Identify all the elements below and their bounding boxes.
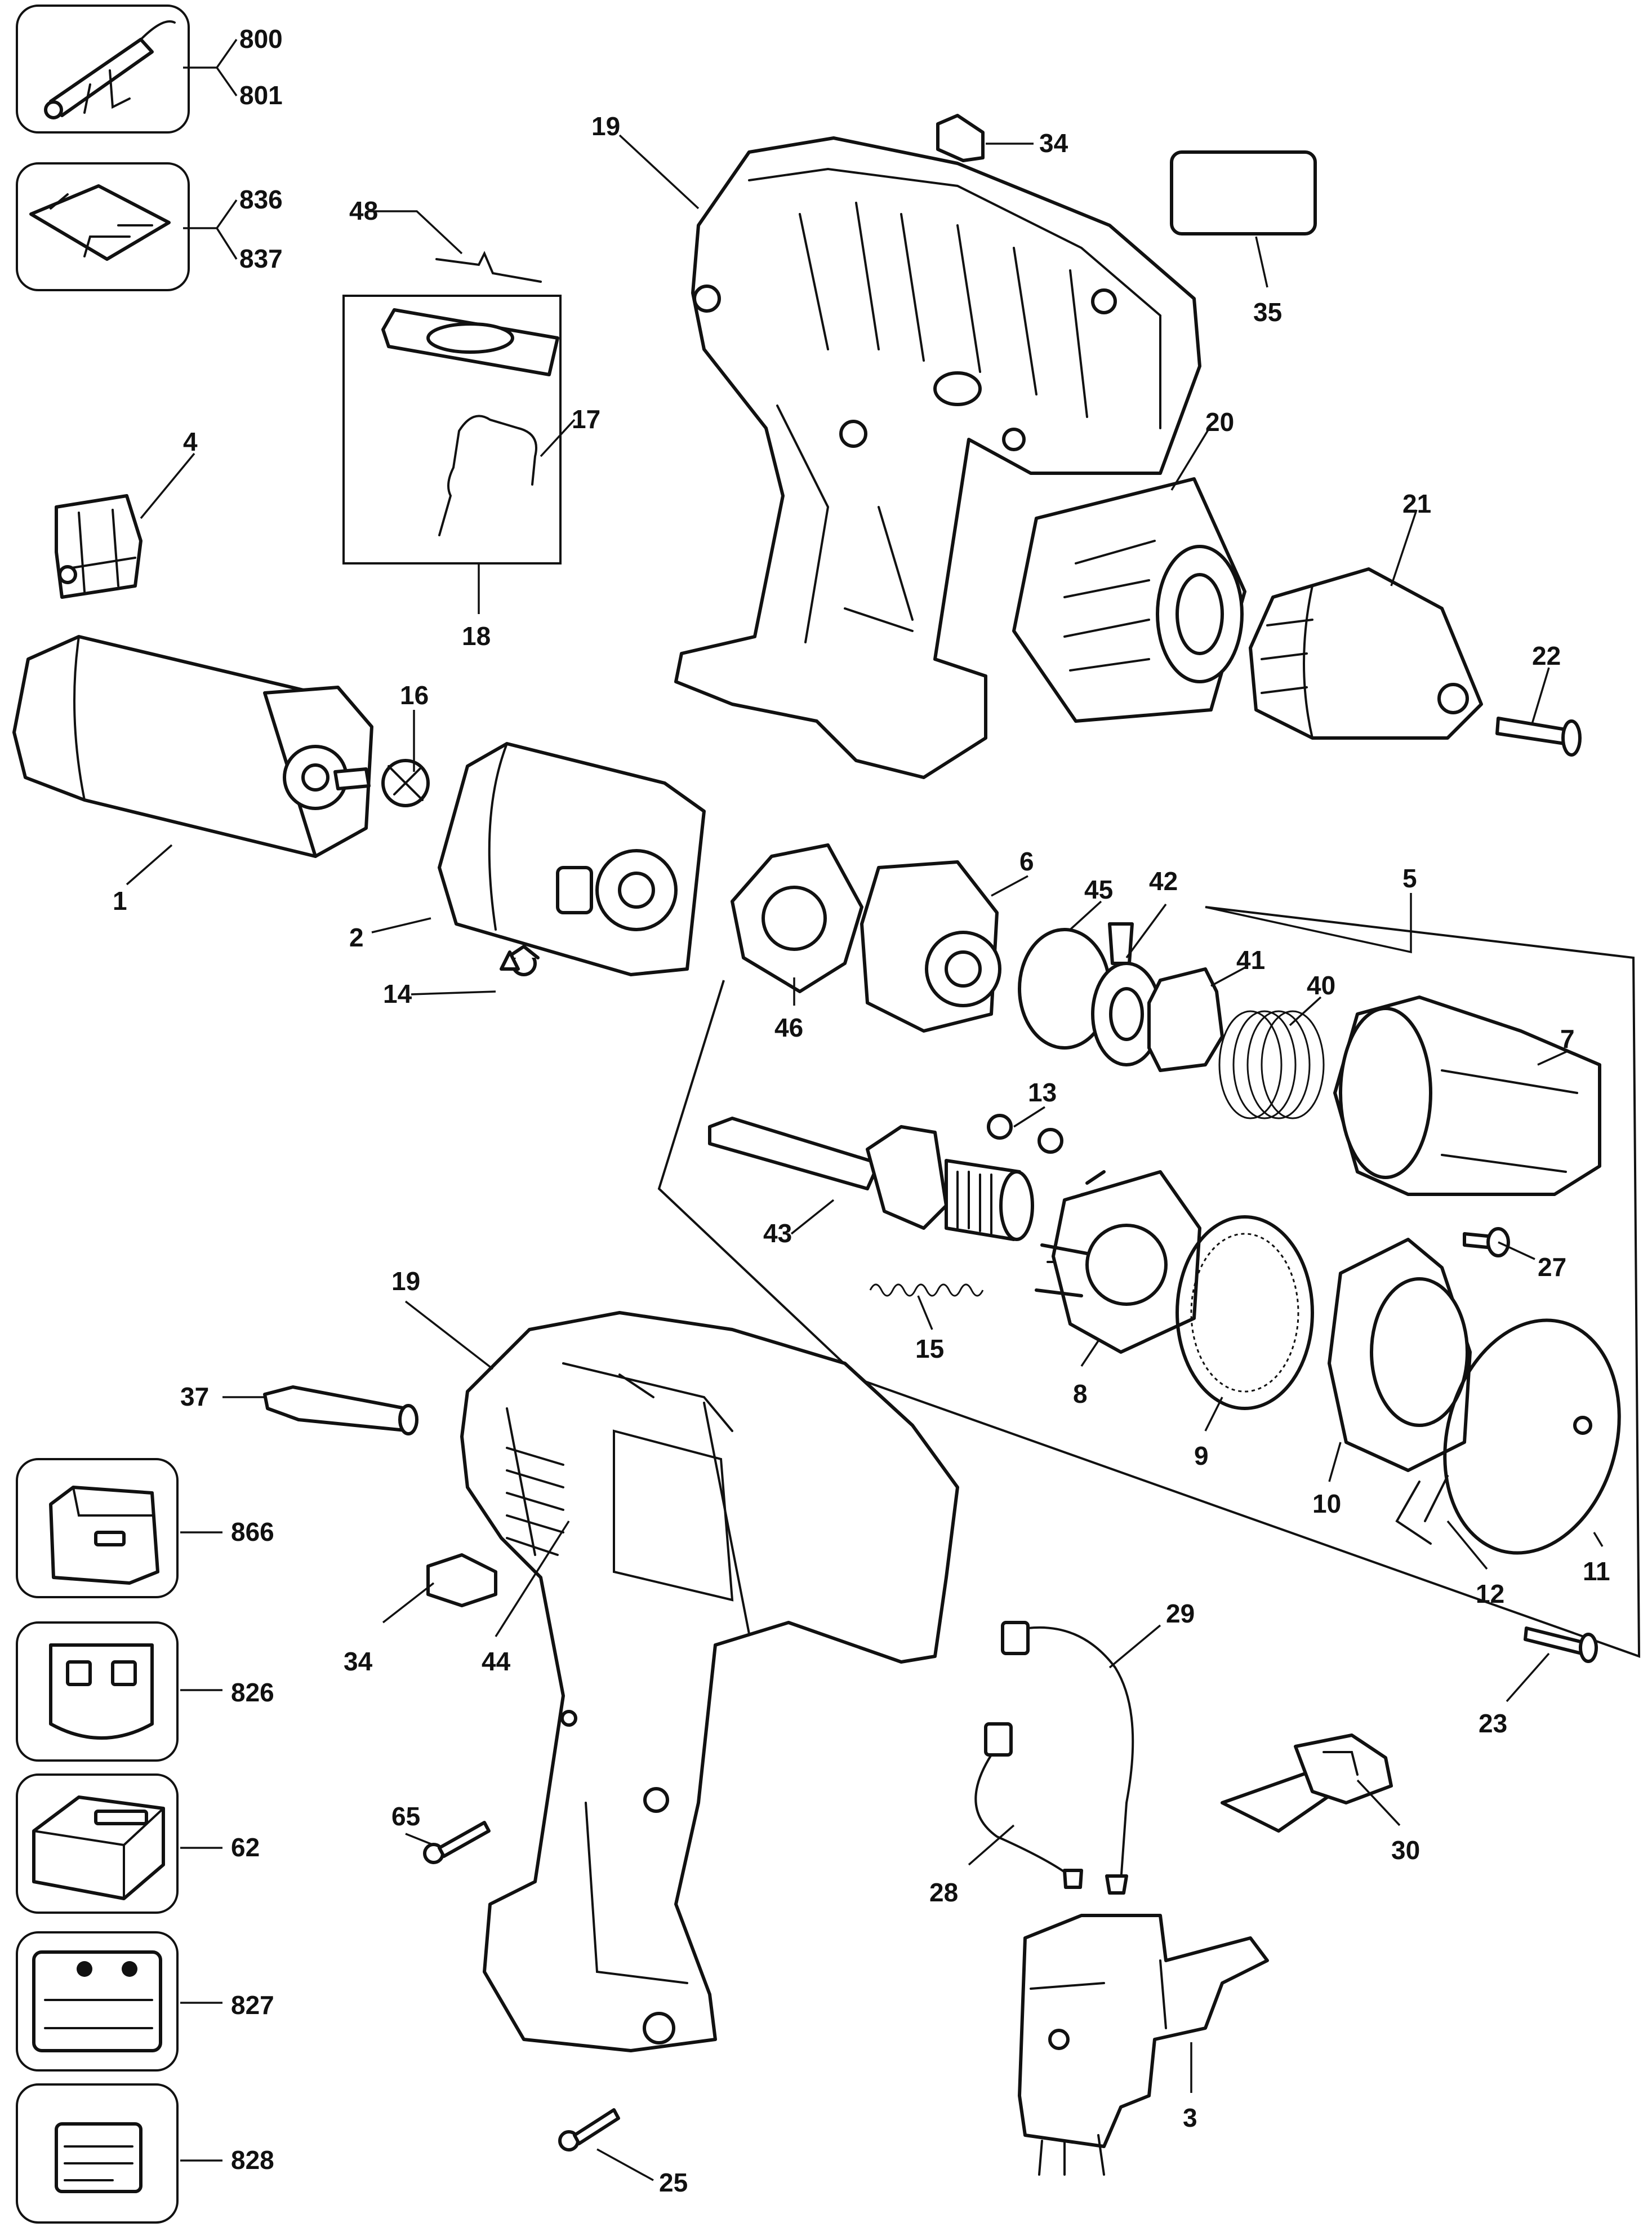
part-65-screw [423, 1821, 491, 1864]
part-21-chuck [1249, 567, 1483, 740]
part-8-carrier [1035, 1170, 1201, 1354]
label-826: 826 [231, 1678, 274, 1707]
label-20: 20 [1205, 407, 1234, 437]
label-6: 6 [1019, 847, 1034, 876]
label-29: 29 [1166, 1599, 1195, 1628]
label-9: 9 [1194, 1441, 1209, 1470]
part-43-spindle [708, 1117, 1034, 1241]
label-837: 837 [239, 244, 283, 273]
label-48: 48 [349, 196, 378, 225]
label-41: 41 [1236, 945, 1265, 975]
part-9-ring-gear [1175, 1215, 1314, 1410]
label-21: 21 [1402, 489, 1431, 518]
label-866: 866 [231, 1517, 274, 1546]
label-25: 25 [659, 2168, 688, 2197]
label-1: 1 [113, 886, 127, 915]
accessory-62 [16, 1773, 179, 1914]
part-34-clip-top [936, 114, 985, 162]
label-16: 16 [400, 681, 429, 710]
part-29-wire [1001, 1621, 1134, 1895]
label-43: 43 [763, 1219, 792, 1248]
label-14: 14 [383, 979, 412, 1008]
part-2-gear-housing [438, 742, 706, 976]
accessory-826 [16, 1621, 179, 1762]
label-40: 40 [1307, 971, 1335, 1000]
part-42-clutch-ring [1091, 922, 1162, 1066]
part-27-screw [1463, 1227, 1510, 1257]
part-20-collar [1012, 477, 1246, 723]
label-19-top: 19 [591, 112, 620, 141]
label-12: 12 [1476, 1579, 1504, 1608]
label-19-bottom: 19 [391, 1266, 420, 1296]
part-28-wire [974, 1722, 1083, 1889]
label-44: 44 [482, 1647, 511, 1676]
accessory-800-801 [16, 5, 190, 134]
label-45: 45 [1084, 875, 1113, 904]
part-12-wire-clip [1395, 1475, 1449, 1545]
label-828: 828 [231, 2145, 274, 2175]
label-3: 3 [1183, 2103, 1197, 2132]
part-37-bit [263, 1385, 418, 1435]
label-11: 11 [1583, 1557, 1610, 1586]
part-7-gear-case [1333, 995, 1601, 1196]
part-22-screw [1495, 717, 1582, 757]
label-827: 827 [231, 1990, 274, 2020]
label-34-top: 34 [1039, 128, 1068, 158]
label-65: 65 [391, 1802, 420, 1831]
label-8: 8 [1073, 1379, 1088, 1408]
label-62: 62 [231, 1833, 260, 1862]
part-labels: 800 801 836 837 19 34 35 48 17 18 4 20 2… [113, 24, 1610, 2197]
label-2: 2 [349, 923, 364, 952]
part-13-balls [987, 1114, 1063, 1154]
part-15-spring [869, 1283, 984, 1297]
accessory-866 [16, 1458, 179, 1598]
part-1-motor [12, 635, 430, 858]
part-10-ring-housing [1328, 1238, 1472, 1472]
label-30: 30 [1391, 1835, 1420, 1865]
label-801: 801 [239, 81, 283, 110]
label-836: 836 [239, 185, 283, 214]
label-37: 37 [180, 1382, 209, 1411]
part-30-actuator [1221, 1733, 1393, 1833]
accessory-827 [16, 1931, 179, 2072]
part-23-screw [1524, 1626, 1598, 1663]
label-28: 28 [929, 1878, 958, 1907]
part-25-screw [558, 2108, 620, 2152]
label-22: 22 [1532, 641, 1561, 670]
part-5-frame [657, 906, 1641, 1658]
label-13: 13 [1028, 1078, 1057, 1107]
part-19-housing-half-right [460, 1311, 959, 2052]
label-17: 17 [572, 404, 600, 434]
part-40-springs [1218, 1010, 1325, 1119]
label-18: 18 [462, 621, 491, 651]
part-4-brush-holder [55, 494, 143, 599]
label-7: 7 [1560, 1024, 1575, 1054]
label-27: 27 [1538, 1252, 1566, 1282]
part-3-switch [1018, 1914, 1269, 2176]
leader-lines [126, 38, 1604, 2181]
label-4: 4 [183, 427, 198, 456]
part-41-gear [1147, 967, 1224, 1072]
part-35-label [1170, 150, 1317, 235]
part-6-housing-plate [860, 860, 1001, 1033]
part-11-gasket [1443, 1318, 1621, 1555]
label-34-bottom: 34 [344, 1647, 373, 1676]
part-48-clip [435, 251, 542, 283]
accessory-828 [16, 2083, 179, 2224]
part-34-clip-bottom [426, 1553, 497, 1607]
label-15: 15 [915, 1334, 944, 1363]
part-18-assembly [342, 295, 562, 564]
part-46-plate [731, 843, 863, 993]
label-35: 35 [1253, 297, 1282, 327]
part-19-housing-half [674, 136, 1201, 779]
label-23: 23 [1479, 1709, 1507, 1738]
label-10: 10 [1312, 1489, 1341, 1518]
label-5: 5 [1402, 864, 1417, 893]
label-42: 42 [1149, 866, 1178, 896]
label-800: 800 [239, 24, 283, 54]
accessory-836-837 [16, 162, 190, 291]
part-14-screw [500, 950, 520, 971]
label-46: 46 [774, 1013, 803, 1042]
